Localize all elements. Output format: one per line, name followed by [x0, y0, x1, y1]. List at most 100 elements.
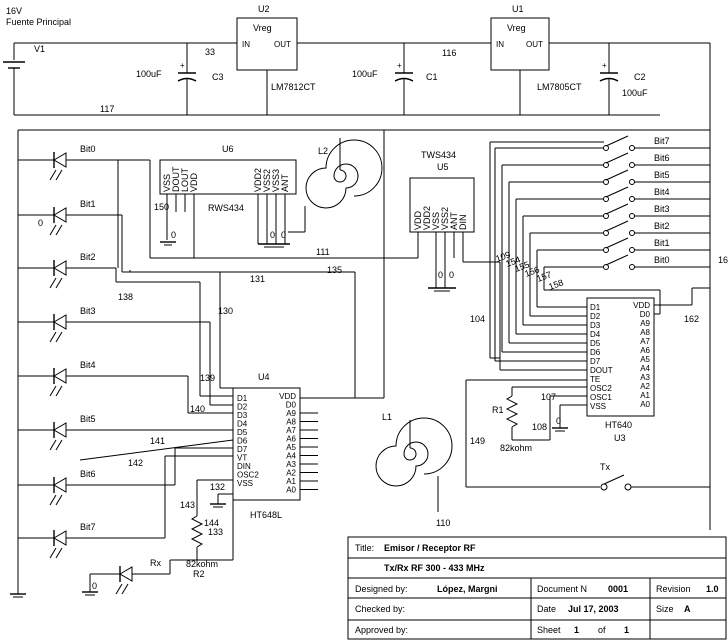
- switch-bit7[interactable]: Bit7: [495, 135, 710, 151]
- bus-node-109: 109: [494, 249, 512, 264]
- led-bit4: Bit4: [18, 360, 96, 397]
- node-133-label: 133: [208, 527, 223, 537]
- u4-pin-d5: D5: [237, 428, 248, 437]
- u3-pin-a2: A2: [640, 382, 650, 391]
- led-label-bit4: Bit4: [80, 360, 96, 370]
- u4-pin-a2: A2: [286, 469, 296, 478]
- u4-pin-osc2: OSC2: [237, 471, 259, 480]
- switch-bit4[interactable]: Bit4: [516, 186, 710, 202]
- regulator-u2: [236, 17, 298, 71]
- encoder-ic-u3: U3 HT640 D1D2D3D4D5D6D7DOUTTEOSC2OSC1VSS…: [465, 287, 710, 488]
- c3-ref-label: C3: [212, 72, 224, 82]
- u6-pin-lout: LOUT: [180, 167, 190, 192]
- u3-pin-a8: A8: [640, 328, 650, 337]
- switch-bit2[interactable]: Bit2: [530, 220, 710, 236]
- u4-pin-a4: A4: [286, 452, 296, 461]
- u5-pin-vss: VSS: [431, 212, 441, 230]
- capacitor-c3: +: [177, 43, 197, 115]
- node-132-label: 132: [210, 482, 225, 492]
- u2-in-pin: IN: [242, 40, 250, 49]
- u4-pin-a3: A3: [286, 460, 296, 469]
- u4-pin-d3: D3: [237, 411, 248, 420]
- u3-pin-d2: D2: [590, 312, 601, 321]
- switch-label-bit5: Bit5: [654, 170, 670, 180]
- node-138-label: 138: [118, 292, 133, 302]
- u4-pin-a5: A5: [286, 443, 296, 452]
- u1-type-label: Vreg: [507, 23, 526, 33]
- led-label-bit3: Bit3: [80, 306, 96, 316]
- switch-label-bit6: Bit6: [654, 153, 670, 163]
- size-label: Size: [656, 604, 674, 614]
- led-bit1: Bit1: [18, 199, 96, 236]
- node-130-label: 130: [218, 306, 233, 316]
- u4-pin-d0: D0: [286, 401, 297, 410]
- size-value: A: [684, 604, 691, 614]
- led-wiring: [79, 160, 356, 539]
- r2-value-label: 82kohm: [186, 559, 218, 569]
- node-161-label: 161: [718, 255, 728, 265]
- node-139-label: 139: [200, 373, 215, 383]
- u5-pin-vdd2: VDD2: [422, 206, 432, 230]
- title-value: Emisor / Receptor RF: [384, 543, 476, 553]
- node-117-label: 117: [100, 104, 114, 114]
- switch-bit6[interactable]: Bit6: [502, 152, 710, 168]
- u4-ref-label: U4: [258, 372, 270, 382]
- led-label-bit5: Bit5: [80, 414, 96, 424]
- tx-switch: [600, 474, 710, 491]
- node-108-label: 108: [532, 422, 547, 432]
- r1-ref-label: R1: [492, 405, 504, 415]
- regulator-u1: [490, 17, 550, 71]
- u4-pin-d2: D2: [237, 403, 248, 412]
- l2-ref-label: L2: [318, 146, 328, 156]
- l1-node-110-label: 110: [436, 518, 450, 528]
- svg-text:+: +: [397, 61, 402, 70]
- u6-pin-vss2: VSS2: [262, 169, 272, 192]
- power-section: 16V Fuente Principal V1 117 33 + 100uF C…: [3, 4, 710, 116]
- capacitor-c1: +: [394, 43, 414, 115]
- u3-pin-a3: A3: [640, 373, 650, 382]
- u1-part-label: LM7805CT: [537, 82, 582, 92]
- u4-pin-a8: A8: [286, 418, 296, 427]
- title-label: Title:: [355, 543, 374, 553]
- u6-pin-vdd2: VDD2: [253, 168, 263, 192]
- left-zero-label: 0: [38, 218, 43, 228]
- u4-pin-a9: A9: [286, 409, 296, 418]
- u6-pin-dout: DOUT: [171, 166, 181, 192]
- document-value: 0001: [608, 584, 628, 594]
- u3-pin-a4: A4: [640, 364, 650, 373]
- node-140-label: 140: [190, 404, 205, 414]
- switch-bit5[interactable]: Bit5: [509, 169, 710, 185]
- switch-bit1[interactable]: Bit1: [537, 237, 710, 253]
- led-label-bit1: Bit1: [80, 199, 96, 209]
- u3-pin-te: TE: [590, 375, 600, 384]
- sheet-label: Sheet: [537, 625, 561, 635]
- designed-by-value: López, Margni: [437, 584, 498, 594]
- u4-pin-d6: D6: [237, 437, 248, 446]
- u3-pin-a9: A9: [640, 319, 650, 328]
- node-104-label: 104: [470, 314, 485, 324]
- u4-pin-din: DIN: [237, 462, 251, 471]
- u1-in-pin: IN: [496, 40, 504, 49]
- c2-value-label: 100uF: [622, 88, 648, 98]
- node-116-label: 116: [442, 48, 456, 58]
- u6-pin-vss3: VSS3: [271, 169, 281, 192]
- transmitter-module-u5: TWS434 U5 VDD VDD2 VSS VSS2 ANT DIN 0 0: [384, 150, 500, 292]
- node-107-label: 107: [541, 392, 556, 402]
- node-143-label: 143: [180, 500, 195, 510]
- u2-part-label: LM7812CT: [271, 82, 316, 92]
- node-162-label: 162: [684, 314, 699, 324]
- u4-pin-vt: VT: [237, 454, 247, 463]
- u3-pin-osc2: OSC2: [590, 384, 612, 393]
- source-voltage-label: 16V: [6, 6, 22, 16]
- node-142-label: 142: [128, 458, 143, 468]
- node-135-label: 135: [327, 265, 342, 275]
- u6-pin-vss: VSS: [162, 174, 172, 192]
- switch-bit0[interactable]: Bit0: [544, 254, 710, 270]
- node-149-label: 149: [470, 436, 485, 446]
- switch-bit3[interactable]: Bit3: [523, 203, 710, 219]
- u3-pin-vss: VSS: [590, 402, 606, 411]
- u6-pin-vdd: VDD: [189, 172, 199, 192]
- u6-ground-zero-a: 0: [171, 230, 176, 240]
